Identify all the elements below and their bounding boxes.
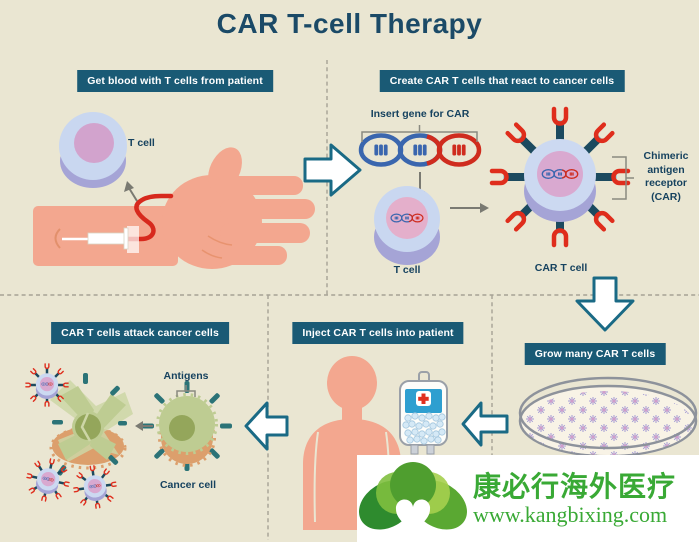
step5-label-box: CAR T cells attack cancer cells (51, 322, 229, 344)
right-arrow-icon (450, 203, 489, 213)
left-block-arrow-icon-2 (244, 401, 289, 451)
car-t-cell-label: CAR T cell (534, 262, 588, 274)
t-cell-with-gene-illustration (374, 186, 440, 265)
step2-label-box: Create CAR T cells that react to cancer … (379, 70, 625, 92)
blood-tube (123, 193, 174, 242)
step4-label-box: Inject CAR T cells into patient (292, 322, 464, 344)
left-block-arrow-icon (461, 401, 509, 447)
iv-bag-icon (399, 371, 448, 462)
insert-gene-dna (361, 125, 479, 165)
t-cell-illustration (59, 112, 127, 188)
tape (127, 226, 139, 253)
t-cell-label: T cell (128, 137, 155, 149)
car-bracket (612, 156, 634, 200)
gene-bracket (361, 125, 478, 142)
right-block-arrow-icon (303, 143, 362, 197)
left-arrow-icon (135, 421, 153, 431)
antigens-bracket (176, 385, 196, 397)
car-t-cell-large (492, 109, 628, 245)
arm-illustration (33, 147, 315, 269)
t-cell-2-label: T cell (393, 264, 421, 276)
needle-icon (62, 227, 129, 250)
watermark: 康必行海外医疗 www.kangbixing.com (357, 455, 699, 542)
watermark-url: www.kangbixing.com (473, 501, 668, 527)
down-block-arrow-icon (575, 276, 635, 332)
lotus-logo-icon (359, 461, 467, 533)
page-title: CAR T-cell Therapy (216, 8, 483, 39)
antigens-label: Antigens (163, 370, 209, 382)
petri-dish-illustration (518, 376, 698, 458)
step1-label-box: Get blood with T cells from patient (77, 70, 273, 92)
step3-label-box: Grow many CAR T cells (524, 343, 666, 365)
destroyed-cancer-cell-illustration (49, 373, 133, 476)
insert-gene-label: Insert gene for CAR (370, 108, 470, 120)
cancer-cell-illustration (142, 381, 232, 471)
car-receptor-label: Chimeric antigen receptor (CAR) (643, 150, 689, 203)
car-t-cell-small-3 (71, 463, 119, 511)
up-arrow-icon (124, 181, 138, 202)
watermark-brand: 康必行海外医疗 (473, 471, 677, 503)
cancer-cell-label: Cancer cell (159, 479, 217, 491)
